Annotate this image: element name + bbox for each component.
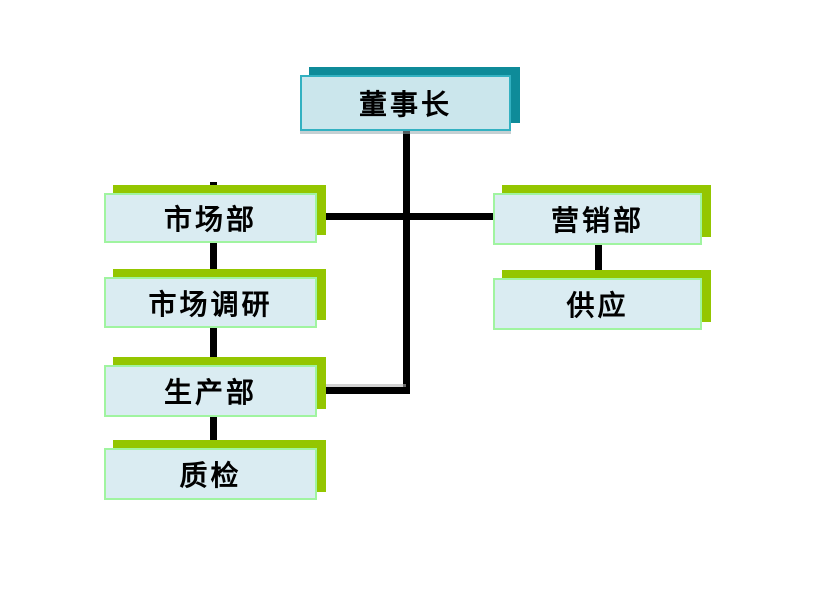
org-node-marketing-dept[interactable]: 市场部: [104, 193, 317, 243]
org-node-production-dept-label: 生产部: [163, 376, 257, 409]
org-node-market-research[interactable]: 市场调研: [104, 277, 317, 328]
connector-sales-supply: [595, 242, 602, 280]
org-node-supply-label: 供应: [566, 289, 629, 322]
connector-production-elbow: [316, 387, 410, 394]
org-node-production-dept[interactable]: 生产部: [104, 365, 317, 417]
connector-stub-above-marketing: [210, 182, 217, 194]
org-node-marketing-dept-label: 市场部: [163, 203, 257, 236]
connector-marketing-sales: [316, 213, 495, 220]
org-node-chairman[interactable]: 董事长: [300, 75, 511, 131]
org-node-sales-dept[interactable]: 营销部: [493, 193, 702, 245]
org-node-quality-inspection-label: 质检: [179, 459, 242, 492]
org-node-chairman-label: 董事长: [358, 88, 452, 121]
org-node-market-research-label: 市场调研: [148, 287, 273, 321]
connector-production-quality: [210, 415, 217, 450]
org-node-sales-dept-label: 营销部: [550, 204, 644, 237]
connector-research-production: [210, 326, 217, 367]
connector-marketing-research: [210, 241, 217, 279]
connector-chairman-trunk: [403, 131, 410, 394]
org-node-quality-inspection[interactable]: 质检: [104, 448, 317, 500]
org-node-supply[interactable]: 供应: [493, 278, 702, 330]
